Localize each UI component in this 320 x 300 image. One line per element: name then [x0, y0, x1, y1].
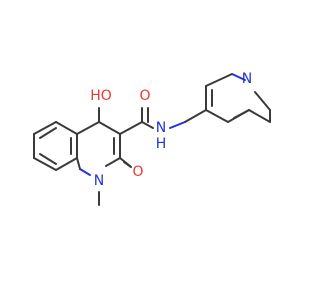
pyridine-ring	[184, 73, 271, 123]
amide-oxygen-label: O	[139, 88, 150, 104]
pyridine-nitrogen-label: N	[242, 71, 252, 87]
ring-carbonyl-bond	[119, 157, 132, 168]
pyridinone-ring	[76, 121, 121, 176]
amide-nitrogen-label: N	[156, 120, 166, 136]
amide-bonds	[119, 107, 186, 135]
amide-hydrogen-label: H	[156, 136, 167, 152]
molecule-structure: HO O O N H N N	[33, 71, 271, 206]
ring-nitrogen-label: N	[94, 173, 104, 189]
hydroxyl-label: HO	[90, 88, 112, 104]
benzene-ring	[33, 121, 78, 171]
ring-oxygen-label: O	[132, 164, 143, 180]
